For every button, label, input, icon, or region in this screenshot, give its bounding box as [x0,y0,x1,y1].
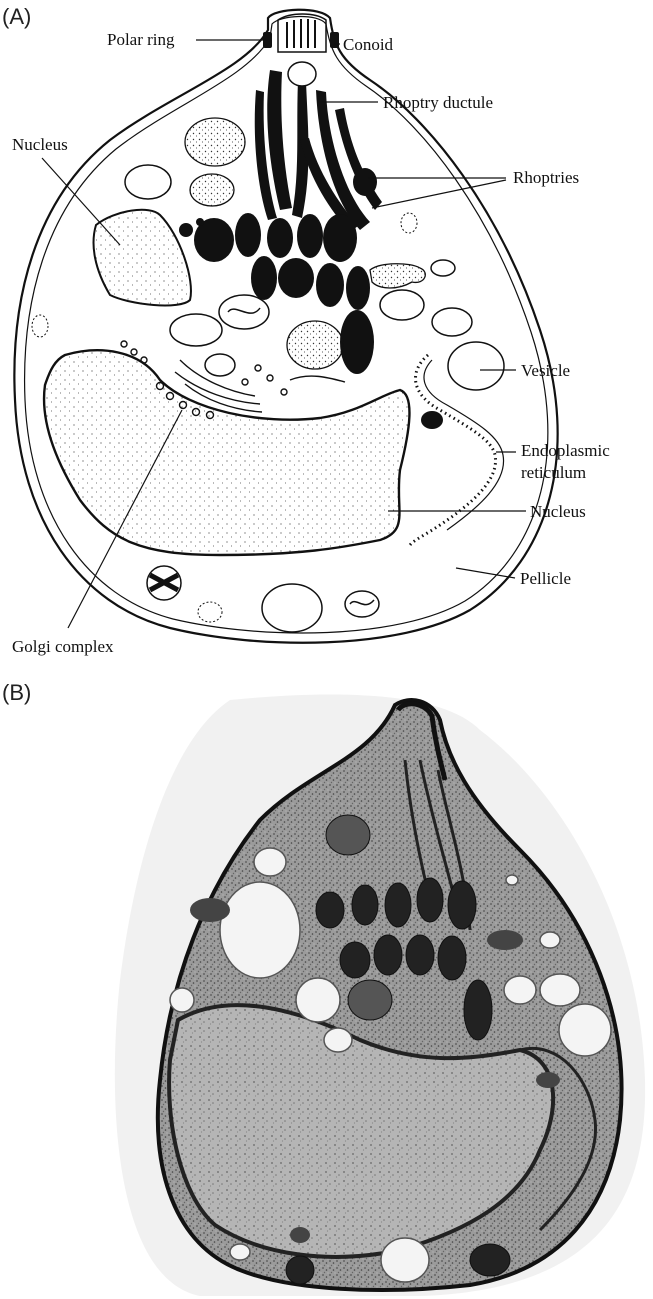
electron-micrograph [0,0,653,1299]
